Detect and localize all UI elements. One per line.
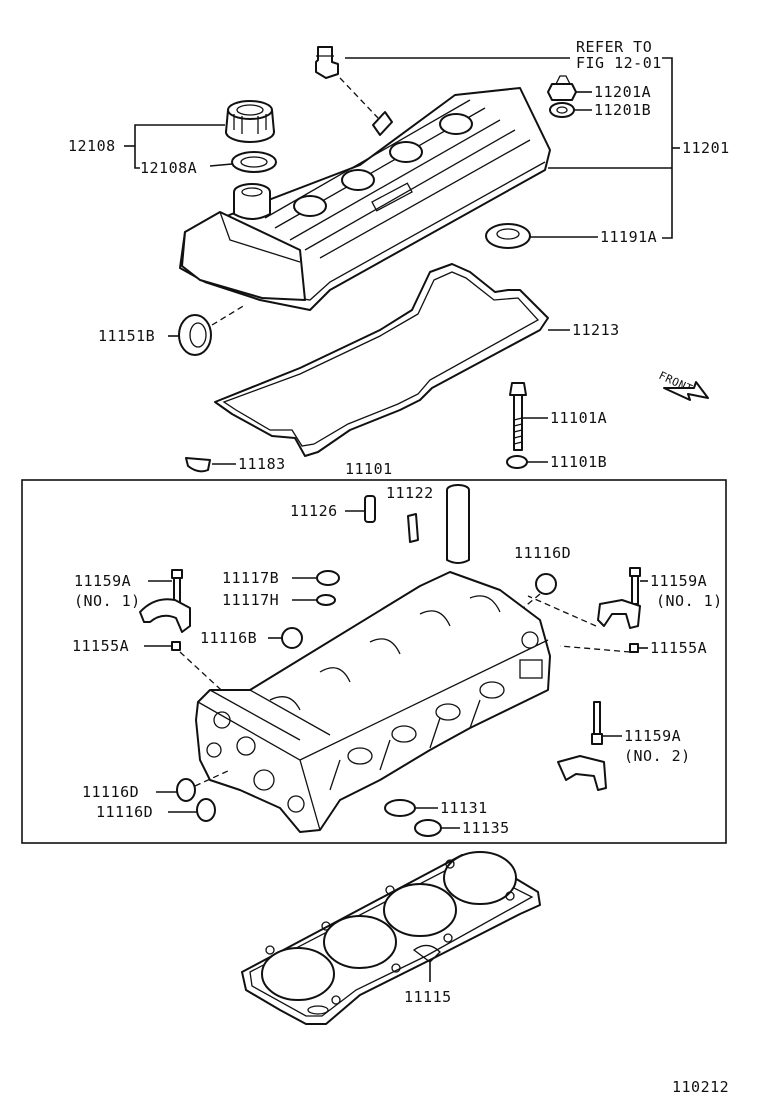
part-label-11191A: 11191A	[600, 228, 657, 246]
bearing-cap-bolt-right	[629, 567, 641, 605]
dowel-11155A-right	[629, 643, 639, 653]
part-label-11155A-right: 11155A	[650, 639, 707, 657]
ring-11131	[384, 799, 416, 817]
part-label-11116D-top: 11116D	[514, 544, 571, 562]
part-label-11101: 11101	[345, 460, 393, 478]
part-label-11201B: 11201B	[594, 101, 651, 119]
part-label-11101A: 11101A	[550, 409, 607, 427]
camshaft-bearing-cap-no2	[557, 755, 607, 791]
oil-seal-11117H	[316, 594, 336, 606]
part-label-no2: (NO. 2)	[624, 747, 691, 765]
pcv-valve	[315, 46, 379, 119]
valve-cover-gasket	[214, 263, 549, 457]
plug-11116D-a	[176, 778, 196, 802]
part-label-11213: 11213	[572, 321, 620, 339]
plug-11183	[185, 457, 211, 473]
part-label-12108: 12108	[68, 137, 116, 155]
part-label-11131: 11131	[440, 799, 488, 817]
dowel-pin	[364, 495, 376, 523]
part-label-11135: 11135	[462, 819, 510, 837]
camshaft-bearing-cap-right	[597, 599, 641, 629]
plug-11116D-top	[535, 573, 557, 595]
part-label-11159A-left: 11159A	[74, 572, 131, 590]
refer-label-line2: FIG 12-01	[576, 54, 662, 72]
washer-11201B	[549, 102, 575, 118]
head-bolt-washer	[506, 455, 528, 469]
part-label-11116D-a: 11116D	[82, 783, 139, 801]
cap-gasket	[231, 151, 277, 173]
part-label-11126: 11126	[290, 502, 338, 520]
oil-filler-cap	[225, 100, 275, 143]
part-label-11115: 11115	[404, 988, 452, 1006]
refer-label-line1: REFER TO	[576, 38, 652, 56]
part-label-12108A: 12108A	[140, 159, 197, 177]
dowel-11155A-left	[171, 641, 181, 651]
part-label-no1-right: (NO. 1)	[656, 592, 723, 610]
part-label-11117H: 11117H	[222, 591, 279, 609]
plug-11116D-b	[196, 798, 216, 822]
diagram-number: 110212	[672, 1078, 729, 1096]
part-label-11159A-no2: 11159A	[624, 727, 681, 745]
part-label-11151B: 11151B	[98, 327, 155, 345]
camshaft-bearing-cap-left	[139, 598, 191, 633]
part-label-11117B: 11117B	[222, 569, 279, 587]
plug-11116B	[281, 627, 303, 649]
part-label-11101B: 11101B	[550, 453, 607, 471]
cylinder-head-group-box	[21, 479, 727, 844]
nut-11201A	[547, 75, 577, 101]
part-label-11122: 11122	[386, 484, 434, 502]
seal-11151B	[178, 314, 212, 356]
part-label-11201: 11201	[682, 139, 730, 157]
head-bolt	[509, 382, 527, 451]
part-label-11116D-b: 11116D	[96, 803, 153, 821]
spark-plug-tube	[446, 484, 470, 564]
bearing-cap-bolt-no2	[591, 701, 603, 745]
ring-11135	[414, 819, 442, 837]
valve-guide	[407, 513, 419, 543]
cylinder-head-gasket	[241, 851, 541, 1025]
valve-cover	[179, 87, 551, 311]
part-label-11116B: 11116B	[200, 629, 257, 647]
part-label-11201A: 11201A	[594, 83, 651, 101]
oil-seal-11117B	[316, 570, 340, 586]
plug-tube-gasket	[485, 223, 531, 249]
part-label-no1-left: (NO. 1)	[74, 592, 141, 610]
part-label-11155A-left: 11155A	[72, 637, 129, 655]
part-label-11183: 11183	[238, 455, 286, 473]
cylinder-head	[195, 571, 551, 833]
part-label-11159A-right: 11159A	[650, 572, 707, 590]
front-arrow-icon: FRONT	[657, 369, 709, 401]
